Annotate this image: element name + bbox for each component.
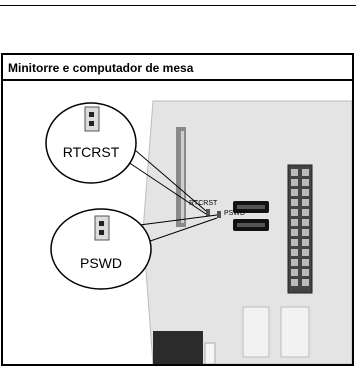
small-component xyxy=(205,343,215,364)
callout-bottom-pin-2 xyxy=(99,230,104,235)
callout-top-pin-1 xyxy=(89,112,94,117)
dark-component xyxy=(153,331,203,364)
callout-bottom-jumper xyxy=(95,216,109,240)
top-divider xyxy=(0,5,356,6)
component-block-1 xyxy=(243,307,269,357)
side-connector-highlight xyxy=(181,131,184,223)
callout-top-pin-2 xyxy=(89,121,94,126)
pswd-jumper xyxy=(217,211,221,218)
callout-bottom-pin-1 xyxy=(99,221,104,226)
jumper-figure: RTCRST PSWD RTCRST PSWD xyxy=(3,81,352,364)
motherboard-jumper-illustration: RTCRST PSWD RTCRST PSWD xyxy=(3,81,352,364)
power-connector xyxy=(288,165,312,293)
rtcrst-jumper xyxy=(206,209,210,216)
callout-top-label: RTCRST xyxy=(63,144,120,160)
content-table: Minitorre e computador de mesa xyxy=(1,53,354,366)
board-label-pswd: PSWD xyxy=(224,210,245,217)
callout-bottom-label: PSWD xyxy=(80,255,122,271)
sata-connector-2-slot xyxy=(237,223,265,227)
callout-top-jumper xyxy=(85,107,99,131)
sata-connector-1-slot xyxy=(237,205,265,209)
component-block-2 xyxy=(281,307,309,357)
table-header: Minitorre e computador de mesa xyxy=(3,55,352,81)
